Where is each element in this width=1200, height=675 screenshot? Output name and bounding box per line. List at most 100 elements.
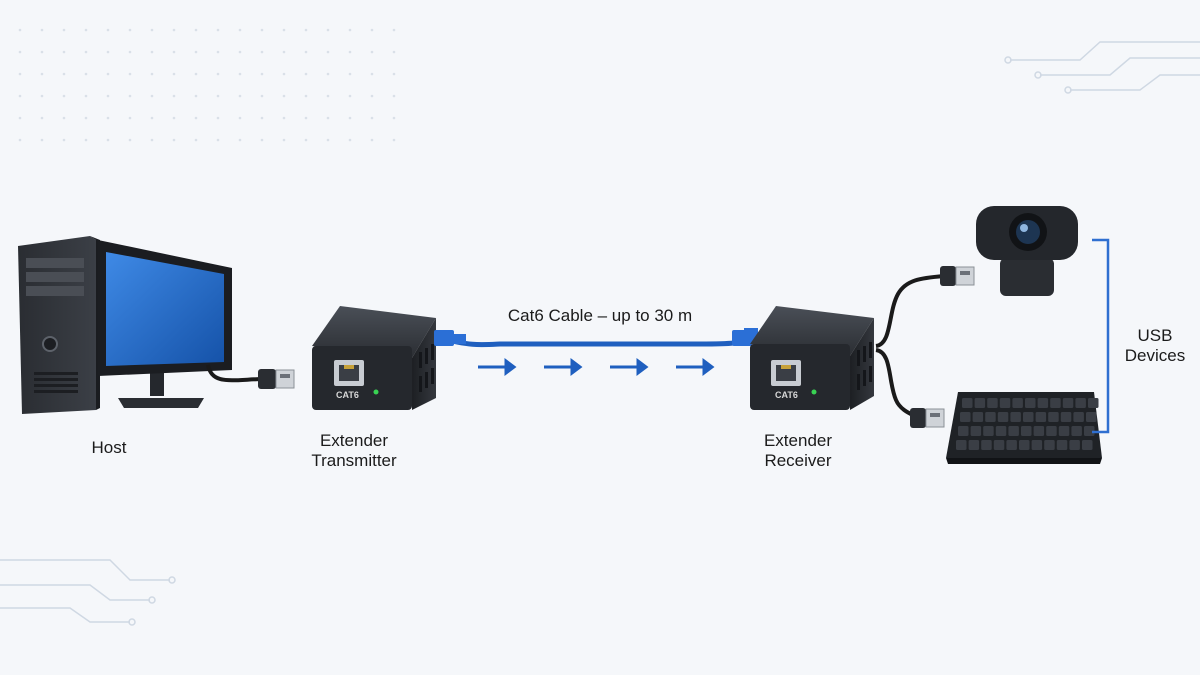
keyboard-key bbox=[960, 412, 971, 422]
grid-dot bbox=[106, 116, 110, 120]
grid-dot bbox=[370, 116, 374, 120]
grid-dot bbox=[40, 138, 44, 142]
grid-dot bbox=[150, 94, 154, 98]
grid-dot bbox=[150, 138, 154, 142]
grid-dot bbox=[304, 94, 308, 98]
grid-dot bbox=[18, 72, 22, 76]
grid-dot bbox=[40, 116, 44, 120]
dot-grid-decoration bbox=[18, 28, 396, 142]
rj45-connector-icon bbox=[434, 328, 758, 346]
keyboard-key bbox=[997, 412, 1009, 422]
grid-dot bbox=[392, 50, 396, 54]
grid-dot bbox=[194, 50, 198, 54]
grid-dot bbox=[172, 72, 176, 76]
grid-dot bbox=[238, 72, 242, 76]
grid-dot bbox=[172, 94, 176, 98]
usb-devices-bracket bbox=[1092, 238, 1110, 434]
keyboard-key bbox=[983, 426, 994, 436]
grid-dot bbox=[62, 94, 66, 98]
webcam-icon bbox=[976, 206, 1078, 296]
transmitter-label-line1: Extender bbox=[319, 431, 389, 450]
grid-dot bbox=[348, 138, 352, 142]
keyboard-usb-cable bbox=[875, 348, 919, 420]
keyboard-key bbox=[999, 398, 1011, 408]
grid-dot bbox=[216, 116, 220, 120]
grid-dot bbox=[370, 94, 374, 98]
grid-dot bbox=[84, 28, 88, 32]
grid-dot bbox=[106, 50, 110, 54]
host-usb-cable bbox=[206, 364, 263, 383]
grid-dot bbox=[238, 50, 242, 54]
transmitter-port-label: CAT6 bbox=[336, 390, 359, 400]
keyboard-key bbox=[1044, 440, 1055, 450]
grid-dot bbox=[194, 116, 198, 120]
webcam-usb-cable bbox=[875, 274, 945, 348]
grid-dot bbox=[304, 72, 308, 76]
grid-dot bbox=[18, 138, 22, 142]
receiver-port-label: CAT6 bbox=[775, 390, 798, 400]
grid-dot bbox=[216, 138, 220, 142]
grid-dot bbox=[84, 138, 88, 142]
grid-dot bbox=[392, 138, 396, 142]
keyboard-key bbox=[981, 440, 992, 450]
keyboard-key bbox=[1088, 398, 1099, 408]
grid-dot bbox=[216, 28, 220, 32]
keyboard-key bbox=[1058, 426, 1070, 436]
grid-dot bbox=[84, 116, 88, 120]
grid-dot bbox=[106, 138, 110, 142]
grid-dot bbox=[150, 72, 154, 76]
keyboard-key bbox=[1021, 426, 1032, 436]
grid-dot bbox=[392, 72, 396, 76]
grid-dot bbox=[128, 138, 132, 142]
usb-plug-icon bbox=[910, 408, 945, 428]
grid-dot bbox=[128, 72, 132, 76]
grid-dot bbox=[282, 116, 286, 120]
grid-dot bbox=[304, 28, 308, 32]
grid-dot bbox=[348, 50, 352, 54]
keyboard-key bbox=[1046, 426, 1057, 436]
grid-dot bbox=[18, 116, 22, 120]
desktop-pc-icon bbox=[18, 236, 232, 414]
grid-dot bbox=[392, 28, 396, 32]
grid-dot bbox=[150, 28, 154, 32]
grid-dot bbox=[260, 50, 264, 54]
circuit-decoration-top-right bbox=[1004, 41, 1200, 94]
keyboard-key bbox=[962, 398, 973, 408]
transmitter-label-line2: Transmitter bbox=[311, 451, 397, 470]
grid-dot bbox=[348, 28, 352, 32]
extender-transmitter-device: CAT6 bbox=[312, 306, 436, 410]
keyboard-key bbox=[1008, 426, 1019, 436]
keyboard-key bbox=[1082, 440, 1093, 450]
grid-dot bbox=[172, 116, 176, 120]
grid-dot bbox=[370, 28, 374, 32]
host-label-text: Host bbox=[91, 438, 127, 457]
grid-dot bbox=[238, 28, 242, 32]
grid-dot bbox=[282, 94, 286, 98]
arrow-right-icon bbox=[478, 358, 715, 376]
grid-dot bbox=[106, 72, 110, 76]
host-label: Host bbox=[64, 438, 154, 458]
keyboard-key bbox=[1056, 440, 1068, 450]
keyboard-key bbox=[1050, 398, 1061, 408]
grid-dot bbox=[62, 28, 66, 32]
grid-dot bbox=[194, 28, 198, 32]
usb-plug-icon bbox=[258, 369, 295, 389]
grid-dot bbox=[128, 116, 132, 120]
keyboard-key bbox=[970, 426, 982, 436]
grid-dot bbox=[282, 28, 286, 32]
grid-dot bbox=[106, 28, 110, 32]
grid-dot bbox=[370, 72, 374, 76]
grid-dot bbox=[150, 116, 154, 120]
grid-dot bbox=[216, 72, 220, 76]
grid-dot bbox=[348, 94, 352, 98]
grid-dot bbox=[172, 138, 176, 142]
grid-dot bbox=[260, 138, 264, 142]
grid-dot bbox=[84, 50, 88, 54]
keyboard-key bbox=[1086, 412, 1097, 422]
keyboard-key bbox=[1012, 398, 1023, 408]
grid-dot bbox=[194, 72, 198, 76]
keyboard-key bbox=[972, 412, 984, 422]
usb-plug-icon bbox=[940, 266, 975, 286]
grid-dot bbox=[304, 50, 308, 54]
